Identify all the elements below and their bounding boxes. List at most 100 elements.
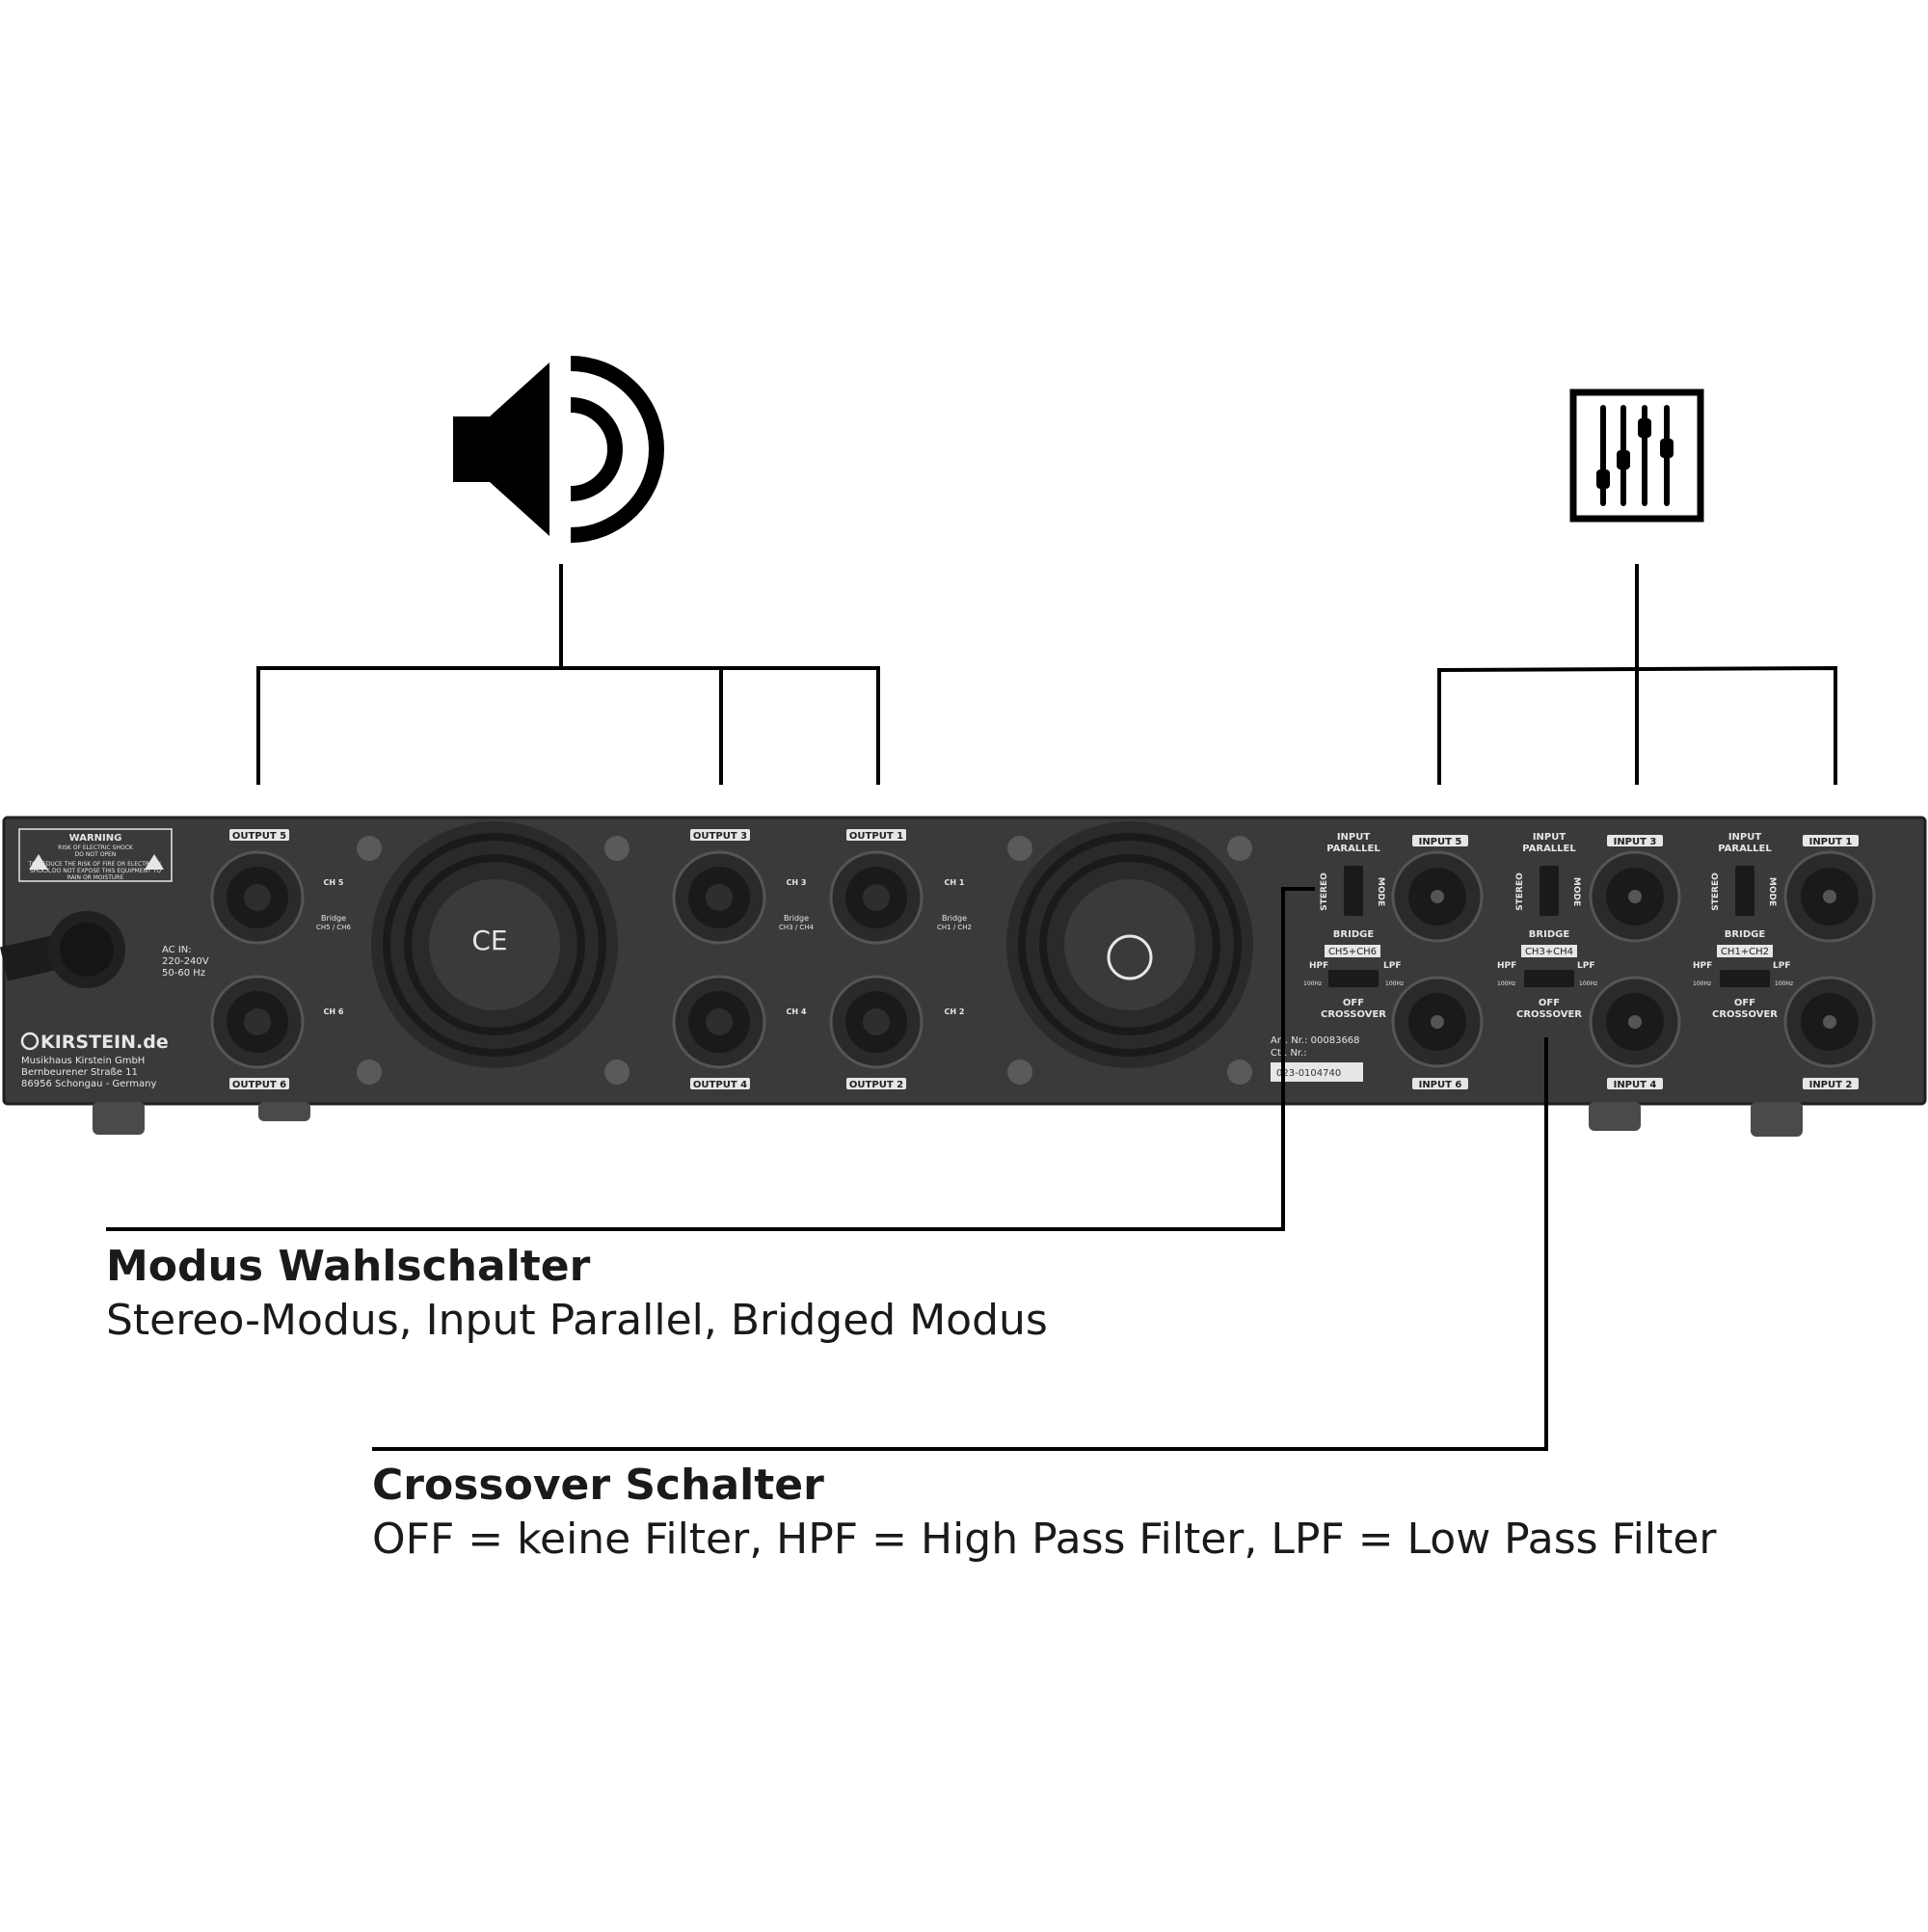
ch6-label: CH 6 xyxy=(324,1007,344,1016)
ch2-label: CH 2 xyxy=(945,1007,965,1016)
svg-text:OUTPUT 2: OUTPUT 2 xyxy=(849,1080,903,1090)
svg-text:OFF: OFF xyxy=(1734,998,1755,1008)
bridge-pair-label: CH3 / CH4 xyxy=(779,924,815,931)
article-number: Art. Nr.: 00083668 xyxy=(1271,1035,1360,1046)
svg-text:BRIDGE: BRIDGE xyxy=(1529,929,1570,940)
warning-label: WARNING RISK OF ELECTRIC SHOCK DO NOT OP… xyxy=(18,828,173,882)
input-4-jack[interactable]: INPUT 4 xyxy=(1589,976,1681,1090)
svg-text:INPUT 4: INPUT 4 xyxy=(1614,1080,1657,1090)
input-2-jack[interactable]: INPUT 2 xyxy=(1783,976,1876,1090)
warning-line: TO REDUCE THE RISK OF FIRE OR ELECTRICAL xyxy=(28,861,164,868)
warning-line: DO NOT OPEN xyxy=(75,851,117,858)
warning-line: RISK OF ELECTRIC SHOCK xyxy=(58,845,134,851)
cooling-fan-right xyxy=(1006,821,1253,1085)
input-1-jack[interactable]: INPUT 1 xyxy=(1783,835,1876,943)
output-3-jack[interactable]: OUTPUT 3 xyxy=(672,829,766,945)
svg-text:INPUT 5: INPUT 5 xyxy=(1419,837,1462,847)
svg-text:CH1+CH2: CH1+CH2 xyxy=(1721,947,1769,957)
svg-text:HPF: HPF xyxy=(1309,961,1328,971)
output-4-jack[interactable]: OUTPUT 4 xyxy=(672,975,766,1090)
svg-text:100Hz: 100Hz xyxy=(1497,980,1515,987)
svg-text:CROSSOVER: CROSSOVER xyxy=(1321,1009,1386,1020)
brand-name: KIRSTEIN.de xyxy=(40,1032,169,1053)
svg-text:INPUT: INPUT xyxy=(1337,832,1371,843)
ac-in-label: AC IN: xyxy=(162,945,192,955)
svg-text:INPUT 3: INPUT 3 xyxy=(1614,837,1657,847)
ch1-label: CH 1 xyxy=(945,878,965,887)
ch5-label: CH 5 xyxy=(324,878,344,887)
svg-text:STEREO: STEREO xyxy=(1320,872,1329,911)
crossover-switch-description: OFF = keine Filter, HPF = High Pass Filt… xyxy=(372,1515,1717,1564)
input-5-jack[interactable]: INPUT 5 xyxy=(1391,835,1484,943)
svg-text:OUTPUT 5: OUTPUT 5 xyxy=(232,831,286,842)
svg-text:MODE: MODE xyxy=(1767,877,1777,906)
bridge-label: Bridge xyxy=(784,914,809,923)
svg-text:PARALLEL: PARALLEL xyxy=(1522,844,1576,854)
svg-text:CH3+CH4: CH3+CH4 xyxy=(1525,947,1573,957)
svg-text:CROSSOVER: CROSSOVER xyxy=(1712,1009,1778,1020)
svg-text:CROSSOVER: CROSSOVER xyxy=(1516,1009,1582,1020)
mode-switch-ch5-ch6[interactable] xyxy=(1344,866,1363,916)
svg-text:INPUT: INPUT xyxy=(1728,832,1762,843)
crossover-switch-title: Crossover Schalter xyxy=(372,1461,824,1510)
ce-mark: CE xyxy=(471,925,507,956)
bridge-pair-label: CH1 / CH2 xyxy=(937,924,972,931)
switch-group-ch3-ch4: INPUT PARALLEL STEREO MODE BRIDGE CH3+CH… xyxy=(1497,832,1597,1020)
bridge-pair-label: CH5 / CH6 xyxy=(316,924,352,931)
ac-voltage: 220-240V xyxy=(162,956,209,967)
svg-text:CH5+CH6: CH5+CH6 xyxy=(1328,947,1377,957)
bridge-label: Bridge xyxy=(942,914,967,923)
svg-text:STEREO: STEREO xyxy=(1711,872,1721,911)
brand-address-line: 86956 Schongau - Germany xyxy=(21,1079,156,1089)
svg-text:BRIDGE: BRIDGE xyxy=(1725,929,1766,940)
svg-text:OUTPUT 1: OUTPUT 1 xyxy=(849,831,903,842)
svg-text:STEREO: STEREO xyxy=(1515,872,1525,911)
mode-switch-title: Modus Wahlschalter xyxy=(106,1242,591,1291)
svg-text:PARALLEL: PARALLEL xyxy=(1718,844,1772,854)
svg-text:HPF: HPF xyxy=(1693,961,1712,971)
amplifier-rear-panel: WARNING RISK OF ELECTRIC SHOCK DO NOT OP… xyxy=(0,816,1927,1137)
svg-text:OFF: OFF xyxy=(1539,998,1560,1008)
power-cable xyxy=(0,911,125,988)
mixer-faders-icon xyxy=(1569,389,1704,523)
input-6-jack[interactable]: INPUT 6 xyxy=(1391,976,1484,1090)
bridge-label: Bridge xyxy=(321,914,346,923)
svg-text:INPUT 6: INPUT 6 xyxy=(1419,1080,1462,1090)
switch-group-ch5-ch6: INPUT PARALLEL STEREO MODE BRIDGE CH5+CH… xyxy=(1303,832,1404,1020)
serial-number: 023-0104740 xyxy=(1276,1068,1341,1079)
output-6-jack[interactable]: OUTPUT 6 xyxy=(210,975,305,1090)
speaker-icon xyxy=(453,356,664,543)
warning-line: RAIN OR MOISTURE xyxy=(67,874,124,881)
svg-text:LPF: LPF xyxy=(1577,961,1594,971)
mode-switch-ch3-ch4[interactable] xyxy=(1540,866,1559,916)
svg-text:MODE: MODE xyxy=(1571,877,1581,906)
mode-switch-description: Stereo-Modus, Input Parallel, Bridged Mo… xyxy=(106,1296,1048,1345)
switch-group-ch1-ch2: INPUT PARALLEL STEREO MODE BRIDGE CH1+CH… xyxy=(1693,832,1793,1020)
ac-frequency: 50-60 Hz xyxy=(162,968,205,979)
mode-switch-ch1-ch2[interactable] xyxy=(1735,866,1754,916)
warning-line: SHOCK,DO NOT EXPOSE THIS EQUIPMENT TO xyxy=(30,868,162,874)
crossover-switch-ch5-ch6[interactable] xyxy=(1328,970,1379,987)
svg-text:OUTPUT 6: OUTPUT 6 xyxy=(232,1080,286,1090)
svg-text:LPF: LPF xyxy=(1773,961,1790,971)
crossover-switch-ch1-ch2[interactable] xyxy=(1720,970,1770,987)
brand-address-line: Bernbeurener Straße 11 xyxy=(21,1067,138,1078)
output-5-jack[interactable]: OUTPUT 5 xyxy=(210,829,305,945)
svg-text:100Hz: 100Hz xyxy=(1303,980,1322,987)
input-connector-lines xyxy=(1437,564,1837,785)
crossover-switch-ch3-ch4[interactable] xyxy=(1524,970,1574,987)
svg-text:INPUT 1: INPUT 1 xyxy=(1809,837,1853,847)
svg-text:100Hz: 100Hz xyxy=(1579,980,1597,987)
svg-text:HPF: HPF xyxy=(1497,961,1516,971)
recycling-icon xyxy=(1107,934,1153,980)
ch3-label: CH 3 xyxy=(787,878,807,887)
cooling-fan-left: CE xyxy=(357,821,629,1085)
input-3-jack[interactable]: INPUT 3 xyxy=(1589,835,1681,943)
svg-text:OFF: OFF xyxy=(1343,998,1364,1008)
output-2-jack[interactable]: OUTPUT 2 xyxy=(829,975,924,1090)
output-1-jack[interactable]: OUTPUT 1 xyxy=(829,829,924,945)
ch4-label: CH 4 xyxy=(787,1007,807,1016)
kirstein-logo xyxy=(20,1032,40,1051)
